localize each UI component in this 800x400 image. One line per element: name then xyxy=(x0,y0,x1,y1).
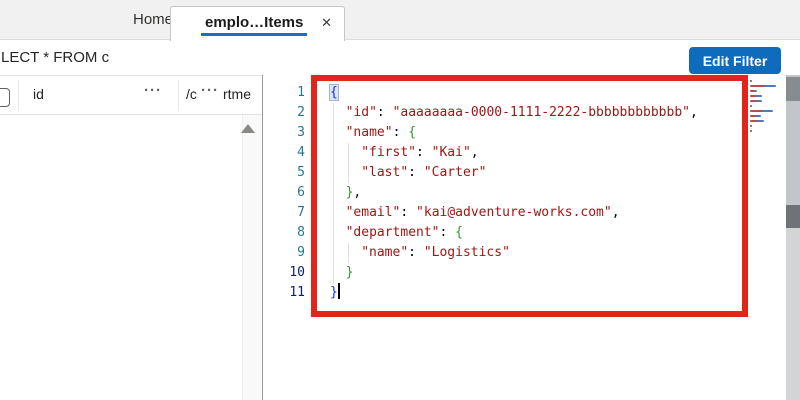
editor-minimap[interactable] xyxy=(750,80,777,142)
close-tab-icon[interactable]: ✕ xyxy=(321,15,332,30)
tab-active-label: emplo…Items xyxy=(201,14,308,36)
indent-guide xyxy=(348,243,349,263)
tab-bar: Home emplo…Items ✕ xyxy=(0,0,800,41)
query-row: LECT * FROM c Edit Filter xyxy=(0,41,800,75)
code-line: "department": { xyxy=(345,225,463,240)
code-line: "last": "Carter" xyxy=(361,165,487,180)
page-scrollbar-thumb[interactable] xyxy=(786,77,800,101)
column-header-partition-key-end: rtme xyxy=(223,86,251,102)
edit-filter-button[interactable]: Edit Filter xyxy=(689,47,781,74)
indent-guide xyxy=(333,103,334,283)
table-scrollbar-track[interactable] xyxy=(242,115,262,400)
page-scrollbar-thumb-lower[interactable] xyxy=(786,205,800,228)
tab-home[interactable]: Home xyxy=(60,0,174,40)
column-header-partition-key: /c xyxy=(186,86,197,102)
query-text: LECT * FROM c xyxy=(1,49,110,66)
column-header-id: id xyxy=(33,86,44,102)
items-table-header: id ··· /c ··· rtme xyxy=(0,76,262,115)
code-line: "id": "aaaaaaaa-0000-1111-2222-bbbbbbbbb… xyxy=(345,105,698,120)
code-line: "first": "Kai", xyxy=(361,145,479,160)
partition-column-menu-icon[interactable]: ··· xyxy=(201,82,219,99)
table-header-border xyxy=(0,114,262,115)
text-cursor xyxy=(337,283,340,299)
code-line: "email": "kai@adventure-works.com", xyxy=(345,205,620,220)
column-divider xyxy=(18,80,19,111)
code-line: "name": { xyxy=(345,125,417,140)
pane-divider[interactable] xyxy=(262,75,263,400)
select-all-checkbox[interactable] xyxy=(0,88,10,107)
code-line: "name": "Logistics" xyxy=(361,245,510,260)
code-line: }, xyxy=(345,185,362,200)
code-line: } xyxy=(330,283,340,300)
page-scrollbar-track-lower xyxy=(786,228,800,400)
tab-active-items[interactable]: emplo…Items ✕ xyxy=(170,6,345,41)
code-line: { xyxy=(329,84,339,101)
scroll-up-arrow-icon[interactable] xyxy=(241,124,255,133)
indent-guide xyxy=(348,143,349,183)
id-column-menu-icon[interactable]: ··· xyxy=(144,82,162,99)
column-divider xyxy=(178,80,179,111)
code-line: } xyxy=(345,265,354,280)
tab-home-label: Home xyxy=(133,11,174,28)
